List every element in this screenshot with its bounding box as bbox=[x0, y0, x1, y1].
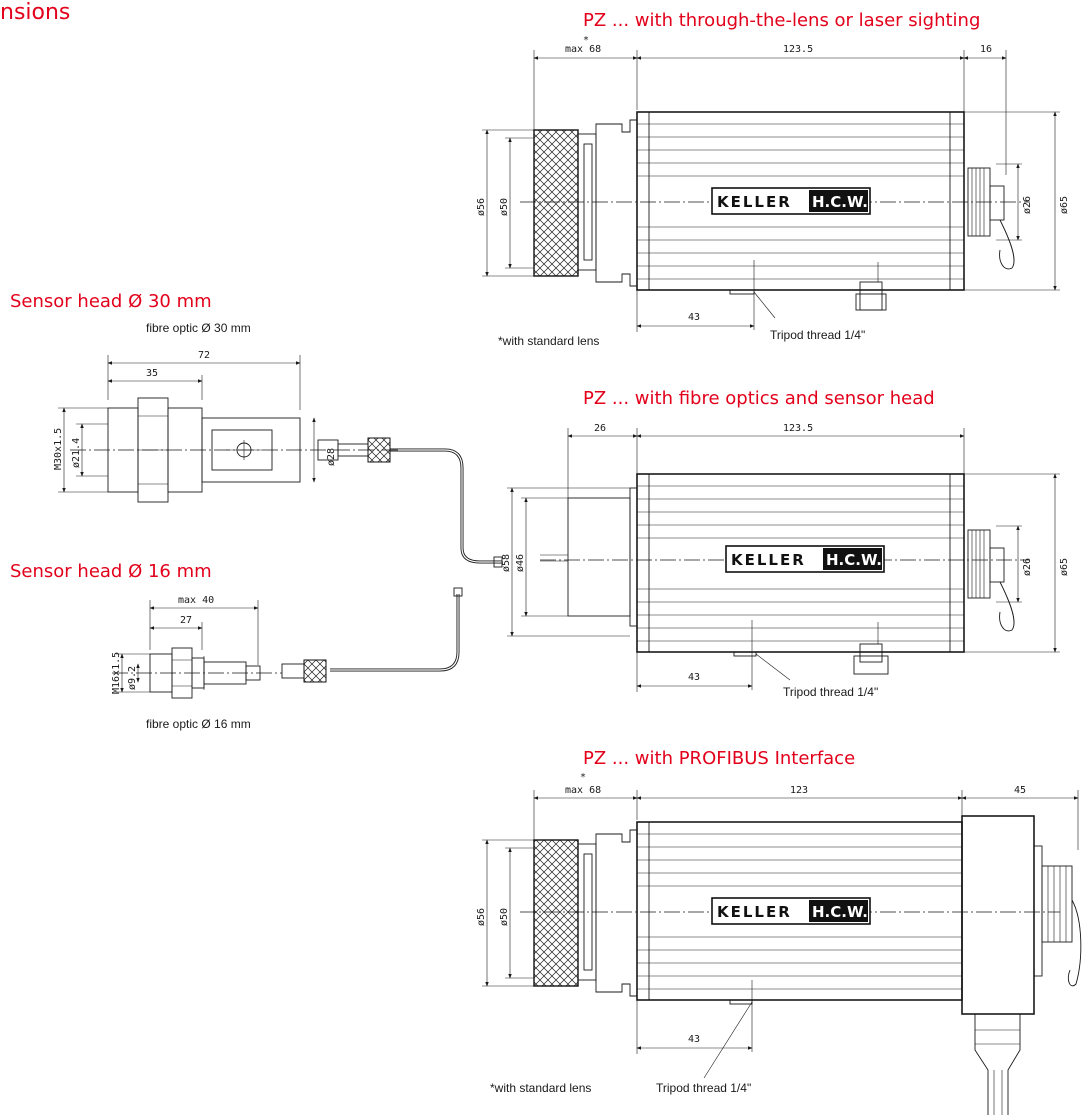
profibus-dim-max: max 68 bbox=[565, 785, 601, 796]
laser-dim-max: max 68 bbox=[565, 44, 601, 55]
profibus-dim-d56: ø56 bbox=[476, 908, 487, 926]
sensor-head-30-title: Sensor head Ø 30 mm bbox=[10, 291, 212, 312]
sensor-head-16-title: Sensor head Ø 16 mm bbox=[10, 561, 212, 582]
profibus-keller-logo: KELLER H.C.W. bbox=[711, 897, 871, 925]
laser-dim-base: 43 bbox=[688, 312, 700, 323]
fibre-dim-d26: ø26 bbox=[1022, 558, 1033, 576]
laser-dim-d50: ø50 bbox=[499, 198, 510, 216]
fibre-tripod-label: Tripod thread 1/4" bbox=[783, 685, 879, 699]
profibus-dim-d50: ø50 bbox=[499, 908, 510, 926]
profibus-dim-rear: 45 bbox=[1014, 785, 1026, 796]
profibus-view-drawing: max 68 * 123 45 bbox=[476, 772, 1082, 1115]
profibus-view-title: PZ ... with PROFIBUS Interface bbox=[583, 748, 856, 769]
head30-dim-thread: M30x1.5 bbox=[53, 428, 64, 470]
fibre-dim-front: 26 bbox=[594, 423, 606, 434]
head16-dim-max: max 40 bbox=[178, 595, 214, 606]
head16-dim-body: 27 bbox=[180, 615, 192, 626]
head16-caption: fibre optic Ø 16 mm bbox=[146, 717, 251, 731]
fibre-cables bbox=[330, 448, 503, 672]
profibus-tripod-label: Tripod thread 1/4" bbox=[656, 1081, 752, 1095]
fibre-logo-sub: H.C.W. bbox=[826, 551, 882, 569]
fibre-dim-d46: ø46 bbox=[515, 554, 526, 572]
laser-logo-sub: H.C.W. bbox=[812, 193, 868, 211]
page-heading: nsions bbox=[0, 0, 71, 25]
head16-dim-d92: ø9.2 bbox=[127, 666, 138, 690]
profibus-dim-star: * bbox=[580, 772, 586, 783]
profibus-logo-sub: H.C.W. bbox=[812, 903, 868, 921]
fibre-keller-logo: KELLER H.C.W. bbox=[725, 545, 885, 573]
laser-dim-d26: ø26 bbox=[1022, 196, 1033, 214]
fibre-logo-brand: KELLER bbox=[731, 551, 806, 569]
laser-keller-logo: KELLER H.C.W. bbox=[711, 187, 871, 215]
fibre-dim-base: 43 bbox=[688, 672, 700, 683]
sensor-head-30-drawing: 72 35 M30x1.5 ø21.4 ø28 bbox=[53, 350, 400, 503]
laser-dim-d65: ø65 bbox=[1059, 196, 1070, 214]
profibus-footnote: *with standard lens bbox=[490, 1081, 592, 1095]
laser-dim-length: 123.5 bbox=[783, 44, 813, 55]
fibre-view-title: PZ ... with fibre optics and sensor head bbox=[583, 388, 935, 409]
fibre-dim-d65: ø65 bbox=[1059, 558, 1070, 576]
head30-dim-d28: ø28 bbox=[326, 448, 337, 466]
head30-dim-body: 35 bbox=[146, 368, 158, 379]
laser-tripod-label: Tripod thread 1/4" bbox=[770, 328, 866, 342]
fibre-dim-length: 123.5 bbox=[783, 423, 813, 434]
fibre-dim-d58: ø58 bbox=[501, 554, 512, 572]
fibre-view-drawing: 26 123.5 43 bbox=[501, 423, 1070, 692]
laser-dim-d56: ø56 bbox=[476, 198, 487, 216]
profibus-dim-length: 123 bbox=[790, 785, 808, 796]
laser-view-drawing: max 68 * 123.5 16 bbox=[476, 35, 1070, 332]
head30-caption: fibre optic Ø 30 mm bbox=[146, 321, 251, 335]
head30-dim-d214: ø21.4 bbox=[71, 438, 82, 468]
head30-dim-total: 72 bbox=[198, 350, 210, 361]
sensor-head-16-drawing: max 40 27 M16x1.5 ø9.2 bbox=[111, 595, 327, 699]
profibus-dim-base: 43 bbox=[688, 1034, 700, 1045]
laser-dim-rear: 16 bbox=[980, 44, 992, 55]
laser-footnote: *with standard lens bbox=[498, 334, 600, 348]
laser-view-title: PZ ... with through-the-lens or laser si… bbox=[583, 10, 981, 31]
profibus-logo-brand: KELLER bbox=[717, 903, 792, 921]
laser-logo-brand: KELLER bbox=[717, 193, 792, 211]
laser-dim-star: * bbox=[583, 35, 589, 46]
